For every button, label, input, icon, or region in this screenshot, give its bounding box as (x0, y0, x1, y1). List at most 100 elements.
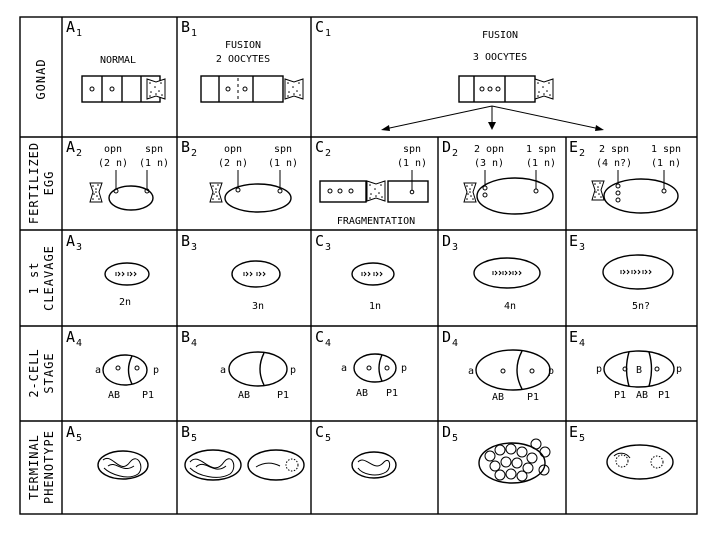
panel-label-e5: E5 (569, 423, 585, 444)
fert-c-spn: spn (403, 144, 421, 155)
cleavage-a-ploidy: 2n (119, 297, 131, 308)
row-label-terminal: TERMINAL (27, 434, 41, 500)
two-cell-e-p1-left: P1 (614, 390, 626, 401)
fert-d-opn-ploidy: (3 n) (474, 158, 504, 169)
panel-label-c4: C4 (315, 328, 331, 349)
panel-label-a4: A4 (66, 328, 82, 349)
two-cell-b-p1: P1 (277, 390, 289, 401)
panel-label-e3: E3 (569, 232, 585, 253)
row-label-2-cell: 2-CELL (27, 348, 41, 397)
panel-label-a5: A5 (66, 423, 82, 444)
two-cell-b-ab: AB (238, 390, 250, 401)
fert-b-spn: spn (274, 144, 292, 155)
fertilized-a: opn (2 n) spn (1 n) (89, 144, 169, 211)
two-cell-b-anterior: a (220, 365, 226, 376)
panel-label-b2: B2 (181, 138, 197, 159)
panel-label-b3: B3 (181, 232, 197, 253)
gonad-fusion-3-oocytes: FUSION 3 OOCYTES (381, 30, 604, 131)
row-label-phenotype: PHENOTYPE (42, 430, 56, 504)
panel-label-c1: C1 (315, 18, 331, 39)
fert-e-spn: 1 spn (651, 144, 681, 155)
panel-labels: A1 B1 C1 A2 B2 C2 D2 E2 A3 B3 C3 D3 E3 A… (66, 18, 585, 444)
panel-label-d4: D4 (442, 328, 458, 349)
panel-label-a1: A1 (66, 18, 82, 39)
two-cell-d-posterior: p (548, 366, 554, 377)
gonad-fusion-2-oocytes: FUSION 2 OOCYTES (200, 40, 304, 103)
fusion-arrows (381, 105, 604, 131)
figure-grid (19, 16, 698, 515)
fertilized-e: 2 spn (4 n?) 1 spn (1 n) (591, 144, 681, 214)
cleavage-a: 2n (104, 262, 150, 308)
two-cell-d-ab: AB (492, 392, 504, 403)
panel-label-c3: C3 (315, 232, 331, 253)
two-cell-c-ab: AB (356, 388, 368, 399)
two-cell-e-left-p: p (596, 364, 602, 375)
two-cell-d-anterior: a (468, 366, 474, 377)
fert-a-opn: opn (104, 144, 122, 155)
two-cell-a-ab: AB (108, 390, 120, 401)
fert-d-spn-ploidy: (1 n) (526, 158, 556, 169)
two-cell-b: a p AB P1 (220, 351, 296, 401)
fert-e-opn-ploidy: (4 n?) (596, 158, 632, 169)
cleavage-b: 3n (231, 260, 281, 312)
cleavage-c-ploidy: 1n (369, 301, 381, 312)
cleavage-b-ploidy: 3n (252, 301, 264, 312)
row-label-fertilized: FERTILIZED (27, 142, 41, 224)
panel-label-a3: A3 (66, 232, 82, 253)
row-label-cleavage: CLEAVAGE (42, 245, 56, 311)
gonad-normal: NORMAL (81, 55, 166, 103)
fert-b-spn-ploidy: (1 n) (268, 158, 298, 169)
fert-a-opn-ploidy: (2 n) (98, 158, 128, 169)
two-cell-e-ab: AB (636, 390, 648, 401)
fert-a-spn: spn (145, 144, 163, 155)
two-cell-c-p1: P1 (386, 388, 398, 399)
fert-d-spn: 1 spn (526, 144, 556, 155)
gonad-normal-label: NORMAL (100, 55, 136, 66)
panel-label-e4: E4 (569, 328, 585, 349)
fert-e-opn: 2 spn (599, 144, 629, 155)
two-cell-a-anterior: a (95, 365, 101, 376)
fertilized-d: 2 opn (3 n) 1 spn (1 n) (463, 144, 556, 215)
terminal-b (184, 449, 305, 481)
panel-label-b5: B5 (181, 423, 197, 444)
row-label-gonad: GONAD (34, 58, 48, 99)
fert-d-opn: 2 opn (474, 144, 504, 155)
two-cell-a-p1: P1 (142, 390, 154, 401)
gonad-fusion-3-label-1: FUSION (482, 30, 518, 41)
row-label-stage: STAGE (42, 352, 56, 393)
two-cell-e-p1-right: P1 (658, 390, 670, 401)
panel-label-b4: B4 (181, 328, 197, 349)
two-cell-d: a p AB P1 (468, 349, 554, 403)
panel-label-d3: D3 (442, 232, 458, 253)
two-cell-c-anterior: a (341, 363, 347, 374)
panel-label-d2: D2 (442, 138, 458, 159)
two-cell-b-posterior: p (290, 365, 296, 376)
panel-label-c5: C5 (315, 423, 331, 444)
fert-c-fragmentation: FRAGMENTATION (337, 216, 415, 227)
fert-b-opn-ploidy: (2 n) (218, 158, 248, 169)
row-label-egg: EGG (42, 171, 56, 196)
panel-label-a2: A2 (66, 138, 82, 159)
cleavage-e: 5n? (602, 254, 674, 312)
two-cell-e: B p p P1 AB P1 (596, 350, 682, 401)
two-cell-c-posterior: p (401, 363, 407, 374)
row-label-1st: 1 st (27, 262, 41, 295)
fert-b-opn: opn (224, 144, 242, 155)
two-cell-a-posterior: p (153, 365, 159, 376)
fert-c-spn-ploidy: (1 n) (397, 158, 427, 169)
two-cell-e-right-p: p (676, 364, 682, 375)
two-cell-e-nucleus-b: B (636, 365, 642, 376)
two-cell-d-p1: P1 (527, 392, 539, 403)
terminal-e (606, 444, 674, 480)
panel-label-d5: D5 (442, 423, 458, 444)
cleavage-d-ploidy: 4n (504, 301, 516, 312)
terminal-a (97, 450, 149, 480)
panel-label-b1: B1 (181, 18, 197, 39)
gonad-fusion-3-label-2: 3 OOCYTES (473, 52, 527, 63)
cleavage-c: 1n (351, 262, 395, 312)
gonad-fusion-2-label-1: FUSION (225, 40, 261, 51)
panel-label-e2: E2 (569, 138, 585, 159)
fert-a-spn-ploidy: (1 n) (139, 158, 169, 169)
two-cell-c: a p AB P1 (341, 353, 407, 399)
